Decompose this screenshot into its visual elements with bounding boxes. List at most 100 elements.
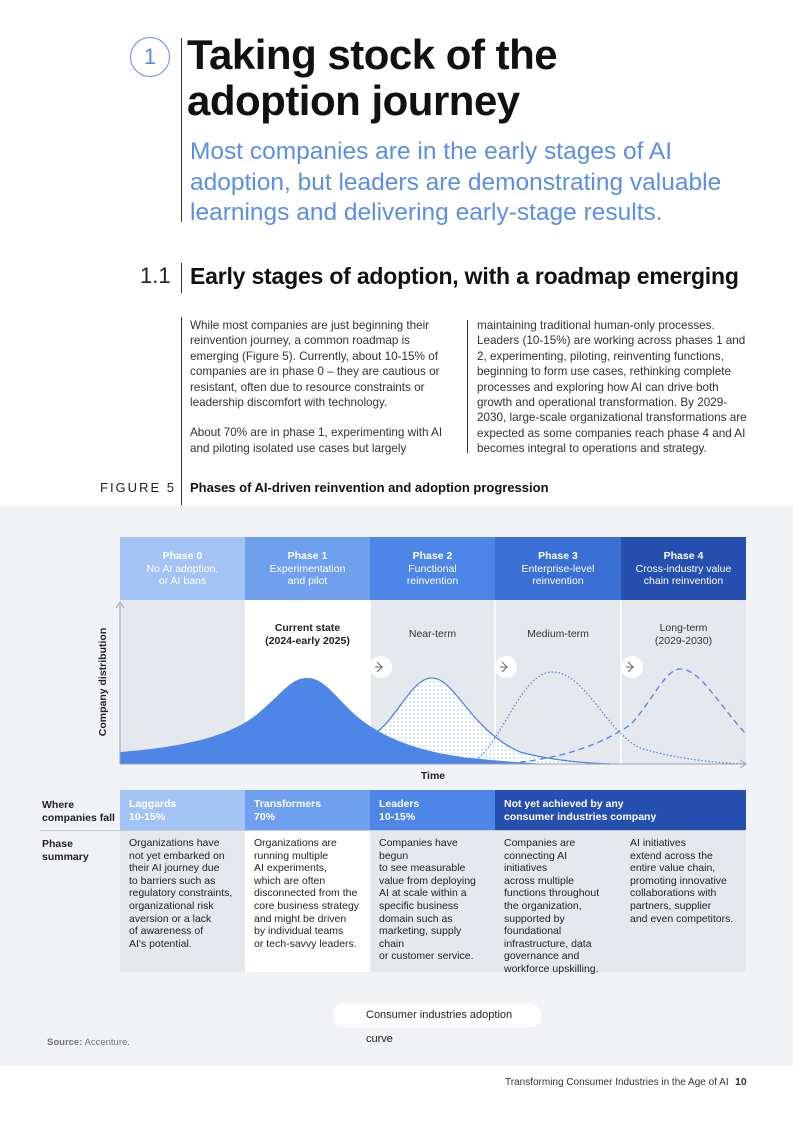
subsection-number: 1.1 (140, 263, 171, 288)
fall-cell-line: 10-15% (129, 810, 166, 823)
fall-cell-line: 70% (254, 810, 276, 823)
period-label-medium-term: Medium-term (495, 628, 621, 640)
summary-line: partners, supplier (630, 899, 712, 912)
row-label-summary: Phase summary (42, 838, 89, 864)
section-subtitle-line: Most companies are in the early stages o… (190, 138, 673, 165)
body-divider-left (181, 317, 182, 505)
summary-cell-phase-4: AI initiatives extend across the entire … (621, 831, 746, 972)
phase-name: Phase 0 (162, 550, 203, 562)
summary-line: extend across the (630, 849, 713, 862)
summary-line: supported by (504, 912, 565, 925)
progression-arrow-3 (621, 656, 643, 678)
summary-line: regulatory constraints, (129, 887, 233, 900)
period-label-line: (2024-early 2025) (265, 634, 350, 647)
section-title-line: Taking stock of the (187, 31, 558, 78)
phase-header-0: Phase 0 No AI adoption, or AI bans (120, 537, 245, 600)
legend: Consumer industries adoption curve (333, 1003, 542, 1045)
summary-line: or customer service. (379, 950, 474, 963)
body-paragraph: About 70% are in phase 1, experimenting … (190, 426, 443, 455)
summary-line: core business strategy (254, 899, 360, 912)
phase-description: reinvention (532, 575, 584, 587)
phase-name: Phase 3 (538, 550, 578, 562)
fall-cell-leaders: Leaders 10-15% (370, 790, 495, 830)
long-term-curve (499, 668, 747, 765)
footer-title: Transforming Consumer Industries in the … (505, 1077, 729, 1088)
summary-line: not yet embarked on (129, 849, 225, 862)
summary-line: entire value chain, (630, 862, 716, 875)
body-paragraph: maintaining traditional human-only proce… (477, 319, 747, 456)
summary-line: promoting innovative (630, 874, 727, 887)
phase-header-2: Phase 2 Functional reinvention (370, 537, 495, 600)
figure-label: FIGURE 5 (100, 480, 176, 495)
phase-column-bg-4 (621, 600, 746, 764)
summary-line: AI's potential. (129, 937, 192, 950)
summary-line: specific business (379, 899, 459, 912)
summary-line: collaborations with (630, 887, 717, 900)
summary-line: aversion or a lack (129, 912, 212, 925)
summary-line: infrastructure, data (504, 937, 592, 950)
summary-cell-phase-2: Companies have begun to see measurable v… (370, 831, 495, 972)
summary-line: domain such as (379, 912, 453, 925)
phase-name: Phase 4 (663, 550, 704, 562)
fall-cell-line: consumer industries company (504, 810, 657, 823)
row-label-line: Phase (42, 838, 73, 850)
summary-cell-phase-1: Organizations are running multiple AI ex… (245, 831, 370, 972)
summary-line: Companies are (504, 837, 576, 849)
source-note: Source: Accenture. (47, 1037, 130, 1048)
body-column-1: While most companies are just beginning … (190, 318, 448, 471)
section-number-badge: 1 (130, 37, 170, 77)
summary-line: and might be driven (254, 912, 347, 925)
period-label-line: Near-term (408, 628, 457, 640)
current-state-curve (120, 678, 560, 764)
header-divider (181, 38, 182, 222)
body-divider-middle (467, 320, 468, 453)
progression-arrow-2 (495, 656, 517, 678)
phase-header-4: Phase 4 Cross-industry value chain reinv… (621, 537, 746, 600)
summary-line: or tech-savvy leaders. (254, 937, 357, 950)
summary-line: foundational (504, 925, 562, 938)
body-paragraph: While most companies are just beginning … (190, 319, 440, 410)
section-subtitle: Most companies are in the early stages o… (190, 137, 760, 229)
phase-description: or AI bans (158, 575, 207, 587)
near-term-curve-fill (370, 678, 610, 764)
summary-line: to see measurable (379, 862, 466, 875)
summary-line: workforce upskilling. (504, 962, 599, 975)
phase-description: Cross-industry value (635, 562, 732, 575)
body-column-2: maintaining traditional human-only proce… (477, 318, 749, 472)
summary-line: AI at scale within a (379, 887, 467, 900)
summary-line: AI initiatives (630, 837, 687, 849)
summary-line: Organizations have (129, 837, 220, 849)
subsection-title: Early stages of adoption, with a roadmap… (190, 263, 739, 289)
row-label-where: Where companies fall (42, 799, 115, 825)
period-label-line: Current state (274, 622, 341, 634)
phase-header-3: Phase 3 Enterprise-level reinvention (495, 537, 621, 600)
medium-term-curve (469, 671, 747, 765)
fall-cell-laggards: Laggards 10-15% (120, 790, 245, 830)
fall-cell-line: Transformers (254, 798, 322, 810)
near-term-curve-line (369, 677, 611, 765)
summary-line: the organization, (504, 899, 582, 912)
period-label-long-term: Long-term (2029-2030) (621, 622, 746, 647)
chart-axes (115, 601, 747, 769)
subsection-divider (181, 263, 182, 293)
source-label: Source: (47, 1037, 83, 1048)
legend-label: Consumer industries adoption curve (366, 1009, 513, 1045)
period-label-line: Long-term (659, 622, 708, 634)
fall-cell-line: Leaders (379, 798, 420, 810)
phase-description: and pilot (287, 575, 328, 587)
summary-line: across multiple (504, 874, 575, 887)
section-title-line: adoption journey (187, 77, 520, 124)
x-axis-label: Time (420, 770, 446, 782)
phase-column-bg-3 (495, 600, 621, 764)
fall-cell-line: Not yet achieved by any (504, 798, 624, 810)
row-label-line: companies fall (42, 812, 115, 824)
summary-line: of awareness of (129, 925, 204, 938)
period-label-line: (2029-2030) (654, 634, 713, 647)
fall-cell-transformers: Transformers 70% (245, 790, 370, 830)
period-label-line: Medium-term (527, 628, 589, 640)
summary-line: and even competitors. (630, 912, 734, 925)
fall-cell-not-achieved: Not yet achieved by any consumer industr… (495, 790, 746, 830)
summary-line: AI experiments, (254, 862, 327, 875)
summary-line: value from deploying (379, 874, 476, 887)
phase-description: No AI adoption, (146, 562, 219, 575)
